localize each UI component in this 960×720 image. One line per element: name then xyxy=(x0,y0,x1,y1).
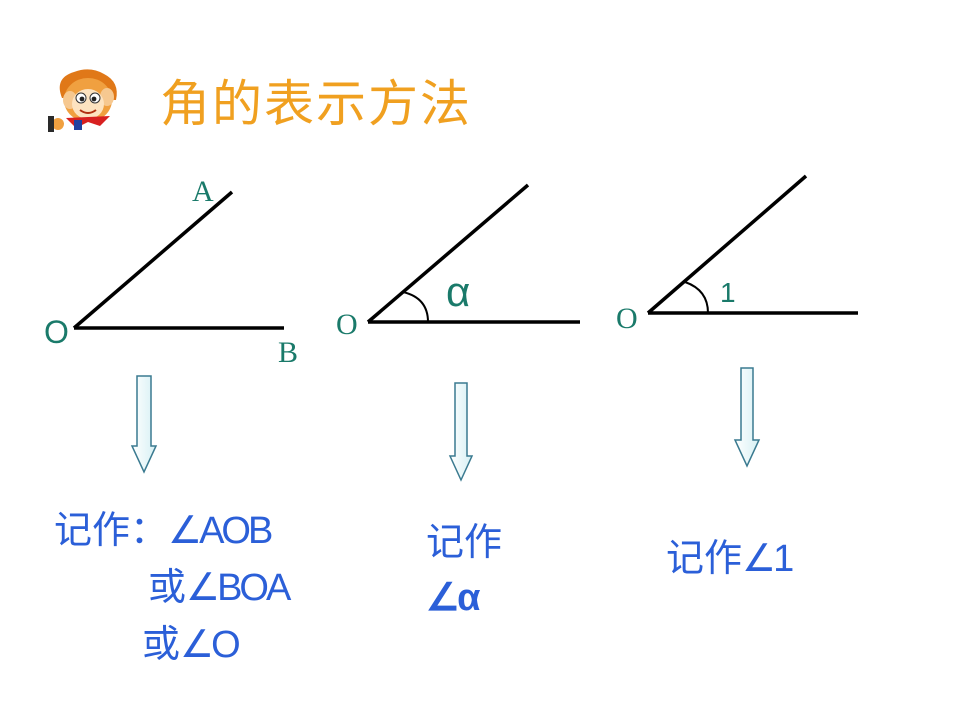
notation-or: 或 xyxy=(142,622,181,666)
angle-one: O 1 xyxy=(616,174,858,335)
down-arrow-icon xyxy=(448,382,474,482)
monkey-mascot-icon xyxy=(48,69,117,132)
notation-angle-one: ∠1 xyxy=(742,538,794,580)
ray-2-upper xyxy=(366,183,530,324)
label-vertex-o-2: O xyxy=(336,308,358,341)
notation-line-1: 记作：∠AOB xyxy=(54,502,288,559)
ray-oa xyxy=(72,190,234,330)
notation-angle-boa: ∠BOA xyxy=(186,567,291,609)
label-one: 1 xyxy=(720,277,736,308)
notation-line-1: 记作 xyxy=(426,520,503,564)
notation-angle-aob: ∠AOB xyxy=(168,510,273,552)
notation-angle-o: ∠O xyxy=(180,624,241,666)
notation-aob: 记作：∠AOB 或∠BOA 或∠O xyxy=(54,502,291,673)
notation-alpha: 记作 ∠α xyxy=(426,514,502,626)
label-point-b: B xyxy=(278,336,298,369)
label-alpha: α xyxy=(446,268,470,315)
angle-aob: A O B xyxy=(44,175,298,369)
notation-line-3: 或∠O xyxy=(54,616,288,673)
notation-line-2: 或∠BOA xyxy=(54,559,291,616)
label-vertex-o-1: O xyxy=(44,314,69,350)
down-arrow-icon xyxy=(130,375,158,474)
notation-or: 或 xyxy=(148,565,187,609)
ray-3-upper xyxy=(646,174,808,315)
label-vertex-o-3: O xyxy=(616,302,638,335)
angle-arc-3 xyxy=(684,281,709,314)
notation-angle-alpha: ∠α xyxy=(426,577,480,619)
notation-prefix: 记作 xyxy=(666,536,743,580)
angle-arc-2 xyxy=(402,291,429,323)
down-arrow-icon xyxy=(733,367,761,468)
notation-prefix: 记作： xyxy=(54,508,169,552)
angle-alpha: O α xyxy=(336,183,580,341)
label-point-a: A xyxy=(192,175,214,208)
notation-one: 记作∠1 xyxy=(666,530,794,587)
page-title: 角的表示方法 xyxy=(160,75,472,133)
